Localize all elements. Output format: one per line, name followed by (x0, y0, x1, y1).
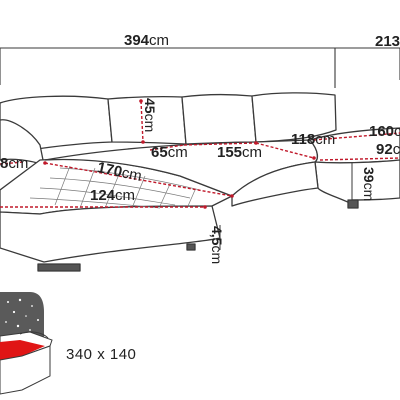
middle-seat-label: 155cm (217, 145, 262, 160)
right-chaise-height-label: 39cm (361, 167, 377, 202)
leg-height-value: 4,5 (209, 226, 225, 246)
backrest-height-label: 45cm (142, 98, 158, 133)
dimension-arrowheads (43, 99, 316, 209)
right-chaise-length-label: 160cm (369, 124, 400, 139)
leg-height-label: 4,5cm (209, 226, 225, 265)
backrest-height-value: 45 (142, 98, 158, 114)
left-seat-unit: cm (167, 144, 188, 161)
leg-height-unit: cm (209, 245, 225, 265)
tufting-pattern (29, 165, 201, 209)
right-chaise-width-unit: cm (392, 141, 400, 158)
sofa-outline (0, 92, 400, 272)
right-seat-back-unit: cm (315, 131, 336, 148)
right-chaise-height-value: 39 (361, 167, 377, 183)
right-seat-back-value: 118 (291, 131, 316, 148)
dimension-lines (0, 100, 400, 208)
right-seat-back-label: 118cm (291, 132, 335, 147)
middle-seat-unit: cm (242, 144, 263, 161)
right-chaise-length-unit: cm (394, 123, 400, 140)
total-width-label: 394cm (124, 33, 169, 48)
right-chaise-height-unit: cm (361, 182, 377, 202)
middle-seat-value: 155 (217, 144, 243, 161)
total-width-guide (0, 47, 400, 88)
right-depth-label: 213cm (375, 34, 400, 49)
backrest-height-unit: cm (142, 113, 158, 133)
left-arm-unit: cm (8, 155, 29, 172)
right-chaise-width-label: 92cm (376, 142, 400, 157)
right-chaise-width-value: 92 (376, 141, 393, 158)
total-width-value: 394 (124, 32, 150, 49)
left-chaise-width-value: 124 (90, 187, 116, 204)
bed-mode-inset (0, 292, 53, 395)
height-guide (219, 162, 353, 250)
left-chaise-width-unit: cm (115, 187, 136, 204)
left-seat-label: 65cm (151, 145, 188, 160)
bed-size-label: 340 x 140 (66, 346, 137, 363)
total-width-unit: cm (149, 32, 170, 49)
left-arm-value: 8 (0, 155, 9, 172)
left-arm-label: 8cm (0, 156, 28, 171)
right-depth-value: 213 (375, 33, 400, 50)
left-seat-value: 65 (151, 144, 168, 161)
right-chaise-length-value: 160 (369, 123, 395, 140)
left-chaise-width-label: 124cm (90, 188, 135, 203)
